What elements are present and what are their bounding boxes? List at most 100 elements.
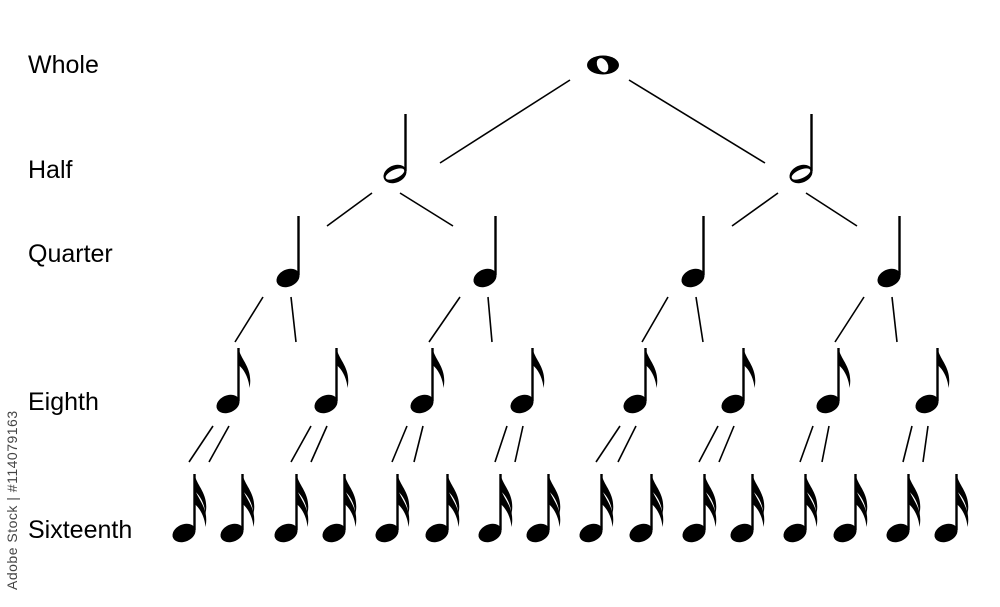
connector-line (799, 425, 814, 463)
note-head (934, 523, 958, 543)
notes (172, 55, 969, 543)
note-flag (704, 487, 717, 527)
connector-line (290, 425, 312, 463)
note-flag (242, 474, 255, 514)
note-head (510, 394, 534, 414)
sixteenth-note (220, 474, 255, 543)
sixteenth-note (526, 474, 561, 543)
half-note (789, 114, 813, 184)
connector-line (922, 425, 929, 463)
note-head (623, 394, 647, 414)
note-head (833, 523, 857, 543)
note-flag (855, 474, 868, 514)
connector-line (902, 425, 913, 463)
note-head (877, 268, 901, 288)
note-head (681, 268, 705, 288)
note-head (730, 523, 754, 543)
level-label-eighth: Eighth (28, 388, 99, 416)
note-flag (956, 487, 969, 527)
connector-line (487, 296, 493, 343)
half-note (383, 114, 407, 184)
note-flag (855, 487, 868, 527)
note-head (579, 523, 603, 543)
note-head (410, 394, 434, 414)
eighth-note (216, 348, 251, 414)
note-flag (548, 487, 561, 527)
note-flag (704, 474, 717, 514)
note-flag (242, 487, 255, 527)
eighth-note (623, 348, 658, 414)
note-flag (805, 487, 818, 527)
note-flag (645, 348, 658, 388)
connector-line (326, 192, 373, 227)
connector-line (494, 425, 508, 463)
stock-watermark: Adobe Stock | #114079163 (4, 410, 20, 590)
connector-line (698, 425, 719, 463)
note-head (276, 268, 300, 288)
note-flag (548, 474, 561, 514)
sixteenth-note (172, 474, 207, 543)
note-flag (937, 348, 950, 388)
note-flag (194, 487, 207, 527)
note-flag (805, 474, 818, 514)
sixteenth-note (934, 474, 969, 543)
sixteenth-note (478, 474, 513, 543)
note-head (220, 523, 244, 543)
note-head (886, 523, 910, 543)
connector-line (805, 192, 858, 227)
connector-line (439, 79, 571, 164)
sixteenth-note (682, 474, 717, 543)
eighth-note (816, 348, 851, 414)
note-flag (238, 348, 251, 388)
connector-line (290, 296, 297, 343)
note-head (172, 523, 196, 543)
note-flag (651, 474, 664, 514)
connector-line (310, 425, 328, 463)
note-head (314, 394, 338, 414)
note-flag (336, 348, 349, 388)
quarter-note (681, 216, 705, 288)
note-flag (432, 348, 445, 388)
note-head (322, 523, 346, 543)
sixteenth-note (730, 474, 765, 543)
level-label-quarter: Quarter (28, 240, 113, 268)
note-flag (344, 474, 357, 514)
connector-line (821, 425, 830, 463)
note-flag (752, 487, 765, 527)
note-head (783, 523, 807, 543)
connector-line (891, 296, 898, 343)
sixteenth-note (322, 474, 357, 543)
note-head (629, 523, 653, 543)
quarter-note (473, 216, 497, 288)
connector-line (391, 425, 408, 463)
note-flag (601, 487, 614, 527)
note-flag (601, 474, 614, 514)
note-head (478, 523, 502, 543)
connector-line (641, 296, 669, 343)
sixteenth-note (833, 474, 868, 543)
note-flag (956, 474, 969, 514)
note-flag (447, 474, 460, 514)
level-label-half: Half (28, 156, 73, 184)
connector-line (399, 192, 454, 227)
note-head (721, 394, 745, 414)
connector-line (731, 192, 779, 227)
note-head (375, 523, 399, 543)
note-flag (743, 348, 756, 388)
sixteenth-note (425, 474, 460, 543)
note-flag (532, 348, 545, 388)
note-head-hole (596, 58, 609, 73)
note-flag (651, 487, 664, 527)
note-head (526, 523, 550, 543)
quarter-note (877, 216, 901, 288)
level-label-sixteenth: Sixteenth (28, 516, 133, 544)
note-flag (752, 474, 765, 514)
sixteenth-note (375, 474, 410, 543)
connector-line (208, 425, 230, 463)
note-flag (344, 487, 357, 527)
connector-line (834, 296, 865, 343)
note-head (816, 394, 840, 414)
note-flag (194, 474, 207, 514)
